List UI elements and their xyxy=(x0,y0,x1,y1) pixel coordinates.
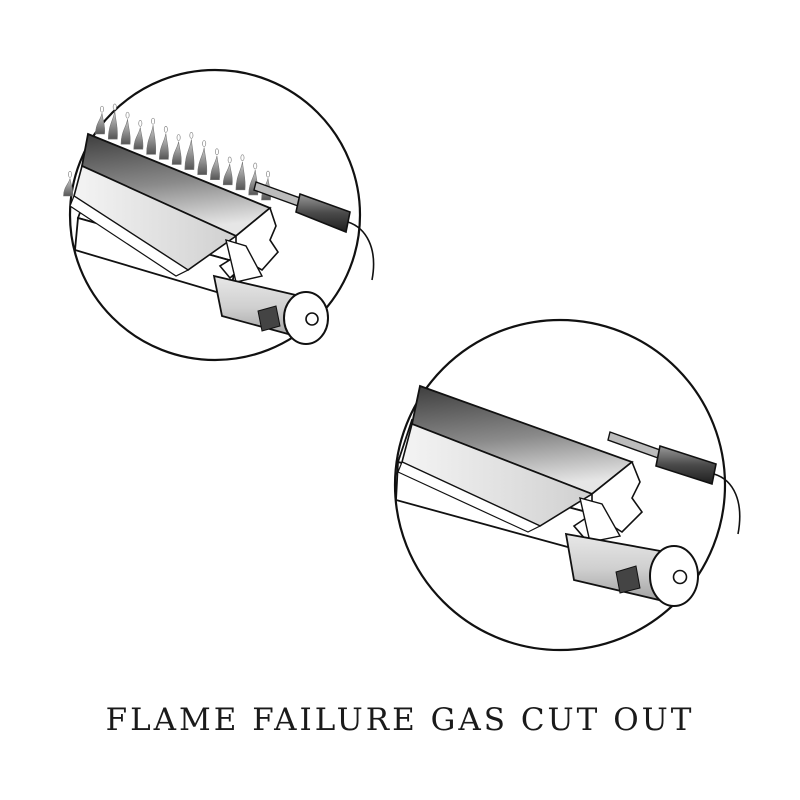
thermocouple-probe xyxy=(607,431,741,535)
burner-ridge xyxy=(397,384,634,533)
flame-tongue xyxy=(184,139,195,170)
burner-ridge xyxy=(69,132,272,277)
flame-tip xyxy=(68,171,72,178)
thermocouple-probe xyxy=(253,181,375,281)
flame-tongue xyxy=(146,125,157,155)
gas-supply-tube xyxy=(212,274,329,345)
flame-tip xyxy=(138,120,143,127)
flame-tongue xyxy=(120,119,131,145)
flame-tongue xyxy=(63,178,74,197)
flame-tip xyxy=(176,134,181,141)
flame-tip xyxy=(202,140,207,147)
flame-tongue xyxy=(95,113,106,135)
flame-tip xyxy=(240,154,245,162)
caption: FLAME FAILURE GAS CUT OUT xyxy=(105,702,695,738)
flame-tongue xyxy=(133,127,144,150)
flame-tip xyxy=(189,132,194,139)
flame-tip xyxy=(253,162,258,170)
burner-end-cap xyxy=(218,206,280,283)
flame-tip xyxy=(112,103,117,111)
flame-tongue xyxy=(222,163,233,186)
flame-tip xyxy=(214,148,219,156)
gas-supply-tube xyxy=(564,532,699,607)
flame-tongue xyxy=(159,133,169,160)
flame-tongue xyxy=(235,161,246,191)
burner-with-flame xyxy=(63,68,375,362)
flame-tongue xyxy=(107,110,118,140)
flame-tip xyxy=(227,156,232,164)
flame-tongue xyxy=(197,147,208,175)
burner-without-flame xyxy=(393,318,741,652)
burner-end-cap xyxy=(572,460,644,543)
flame-tip xyxy=(163,126,168,133)
flame-tip xyxy=(100,105,104,113)
flame-tip xyxy=(125,111,130,119)
flame-tip xyxy=(266,170,270,178)
flame-tongue xyxy=(210,155,220,180)
flame-tip xyxy=(151,117,156,125)
flame-tongue xyxy=(171,141,182,165)
